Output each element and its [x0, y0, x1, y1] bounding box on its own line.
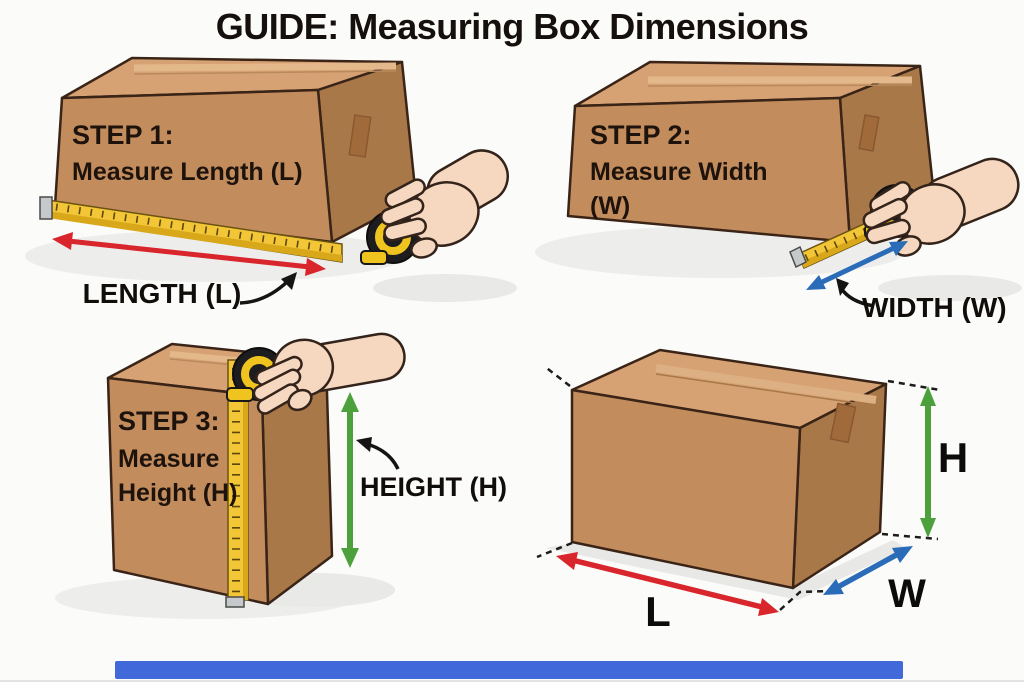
step1-panel — [25, 56, 517, 305]
tape-hook — [789, 245, 807, 269]
summary-length-label: L — [645, 588, 671, 635]
summary-height-label: H — [937, 434, 969, 481]
cardboard-box — [53, 56, 418, 244]
hand-step3 — [252, 332, 406, 415]
summary-panel — [536, 348, 941, 616]
bottom-divider-line — [0, 680, 1024, 682]
length-arrow — [52, 232, 326, 276]
step2-label: STEP 2: — [590, 120, 692, 150]
step3-instruction: Measure Height (H) — [118, 445, 238, 507]
step1-label: STEP 1: — [72, 120, 174, 150]
step2-panel — [535, 60, 1022, 308]
box-shadow — [545, 542, 812, 600]
height-arrow — [341, 392, 359, 568]
tape-hook — [39, 196, 53, 220]
step3-label: STEP 3: — [118, 406, 220, 436]
width-arrow — [823, 546, 913, 595]
width-arrow — [806, 241, 908, 290]
box-shadow-right — [790, 540, 906, 598]
cardboard-box — [566, 60, 936, 244]
box-tape-tab — [348, 114, 372, 158]
height-arrow — [920, 386, 936, 538]
step2-instruction: Measure Width (W) — [590, 158, 768, 220]
page-title: GUIDE: Measuring Box Dimensions — [215, 6, 809, 47]
hand-step1 — [379, 149, 509, 259]
step1-instruction: Measure Length (L) — [72, 158, 303, 186]
length-arrow — [556, 552, 779, 616]
width-dimension-label: WIDTH (W) — [862, 292, 1007, 323]
summary-width-label: W — [888, 572, 926, 616]
tape-hook — [225, 596, 245, 608]
length-dimension-label: LENGTH (L) — [82, 278, 242, 309]
tape-measure-length — [39, 196, 343, 263]
hand-shadow — [373, 274, 517, 302]
video-progress-bar[interactable] — [115, 661, 903, 679]
hand-shadow — [878, 275, 1022, 301]
width-pointer-arrow — [836, 278, 875, 308]
height-dimension-label: HEIGHT (H) — [360, 472, 507, 502]
box-tape-tab — [858, 114, 880, 152]
height-pointer-arrow — [356, 437, 400, 470]
cardboard-box — [570, 348, 888, 590]
step3-panel — [55, 332, 406, 619]
length-pointer-arrow — [239, 272, 297, 305]
hand-step2 — [862, 157, 1020, 257]
box-tape-tab — [829, 402, 857, 444]
dimension-dashed-lines — [536, 365, 941, 611]
